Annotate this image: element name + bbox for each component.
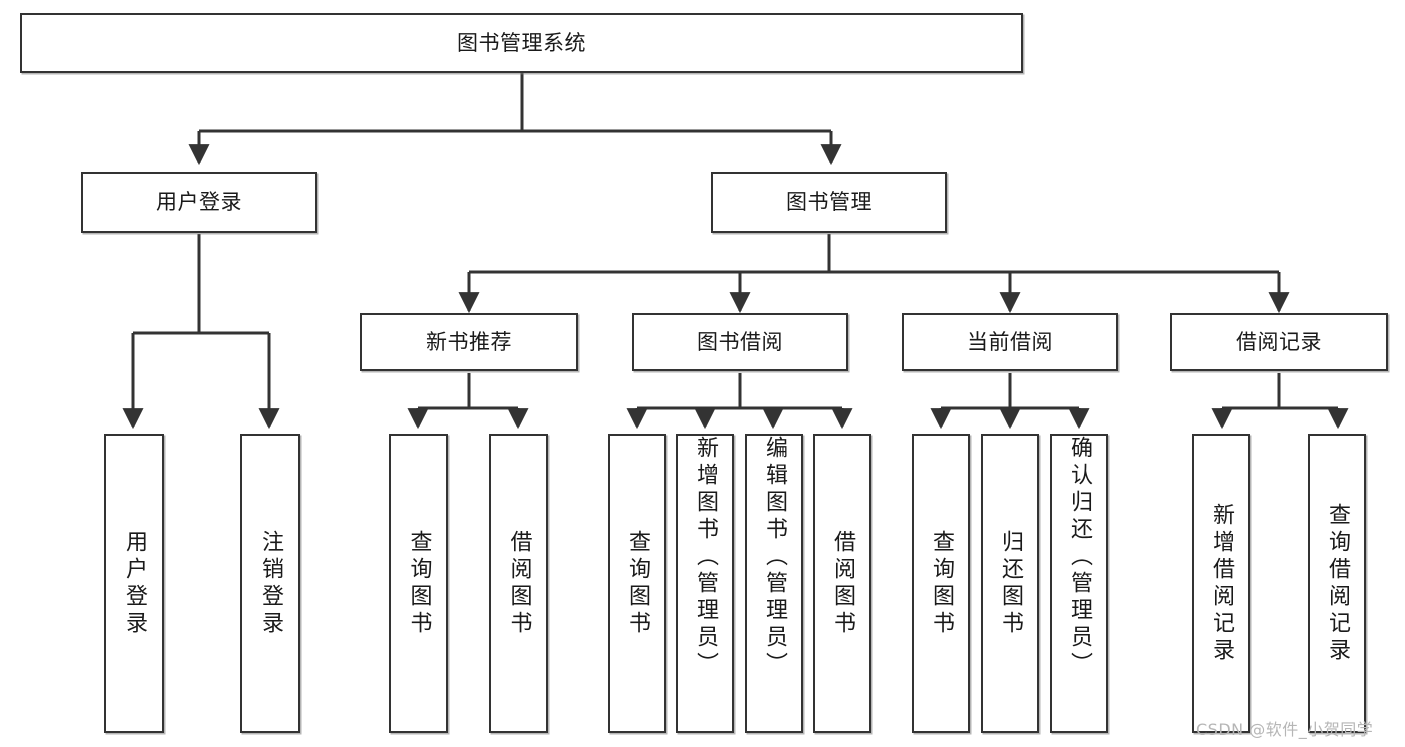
node-label: 借阅图书: [506, 529, 532, 638]
node-label: 查询图书: [929, 529, 954, 638]
node-leaf-user-login[interactable]: 用户登录: [104, 434, 164, 733]
node-label: 借阅图书: [830, 529, 855, 638]
node-label: 编辑图书（管理员）: [762, 436, 787, 679]
node-label: 新增借阅记录: [1209, 502, 1234, 665]
node-label: 借阅记录: [1236, 329, 1322, 354]
node-label: 查询图书: [406, 529, 432, 638]
node-leaf-return-book[interactable]: 归还图书: [981, 434, 1039, 733]
node-label: 新增图书（管理员）: [693, 436, 718, 679]
csdn-watermark: CSDN @软件_小贺同学: [1196, 720, 1374, 739]
node-leaf-borrow-book-1[interactable]: 借阅图书: [489, 434, 548, 733]
node-new-book-recommend[interactable]: 新书推荐: [360, 313, 578, 371]
node-leaf-borrow-book-2[interactable]: 借阅图书: [813, 434, 871, 733]
node-leaf-query-book-1[interactable]: 查询图书: [389, 434, 448, 733]
node-borrow-record[interactable]: 借阅记录: [1170, 313, 1388, 371]
node-current-borrow[interactable]: 当前借阅: [902, 313, 1118, 371]
node-label: 用户登录: [156, 190, 242, 215]
node-label: 新书推荐: [426, 329, 512, 354]
node-label: 图书管理: [786, 190, 872, 215]
node-leaf-add-book-admin[interactable]: 新增图书（管理员）: [676, 434, 734, 733]
node-user-login[interactable]: 用户登录: [81, 172, 317, 233]
node-label: 用户登录: [122, 529, 147, 638]
node-label: 图书管理系统: [457, 30, 586, 55]
node-label: 图书借阅: [697, 329, 783, 354]
node-leaf-query-borrow-record[interactable]: 查询借阅记录: [1308, 434, 1366, 733]
node-label: 查询图书: [625, 529, 650, 638]
node-book-borrow[interactable]: 图书借阅: [632, 313, 848, 371]
node-leaf-query-book-2[interactable]: 查询图书: [608, 434, 666, 733]
node-book-management[interactable]: 图书管理: [711, 172, 947, 233]
node-leaf-query-book-3[interactable]: 查询图书: [912, 434, 970, 733]
node-label: 注销登录: [258, 529, 283, 638]
node-label: 归还图书: [998, 529, 1023, 638]
node-root-book-management-system[interactable]: 图书管理系统: [20, 13, 1023, 73]
node-leaf-edit-book-admin[interactable]: 编辑图书（管理员）: [745, 434, 803, 733]
node-leaf-add-borrow-record[interactable]: 新增借阅记录: [1192, 434, 1250, 733]
node-leaf-user-logout[interactable]: 注销登录: [240, 434, 300, 733]
node-leaf-confirm-return-admin[interactable]: 确认归还（管理员）: [1050, 434, 1108, 733]
node-label: 确认归还（管理员）: [1067, 436, 1092, 679]
node-label: 当前借阅: [967, 329, 1053, 354]
node-label: 查询借阅记录: [1325, 502, 1350, 665]
